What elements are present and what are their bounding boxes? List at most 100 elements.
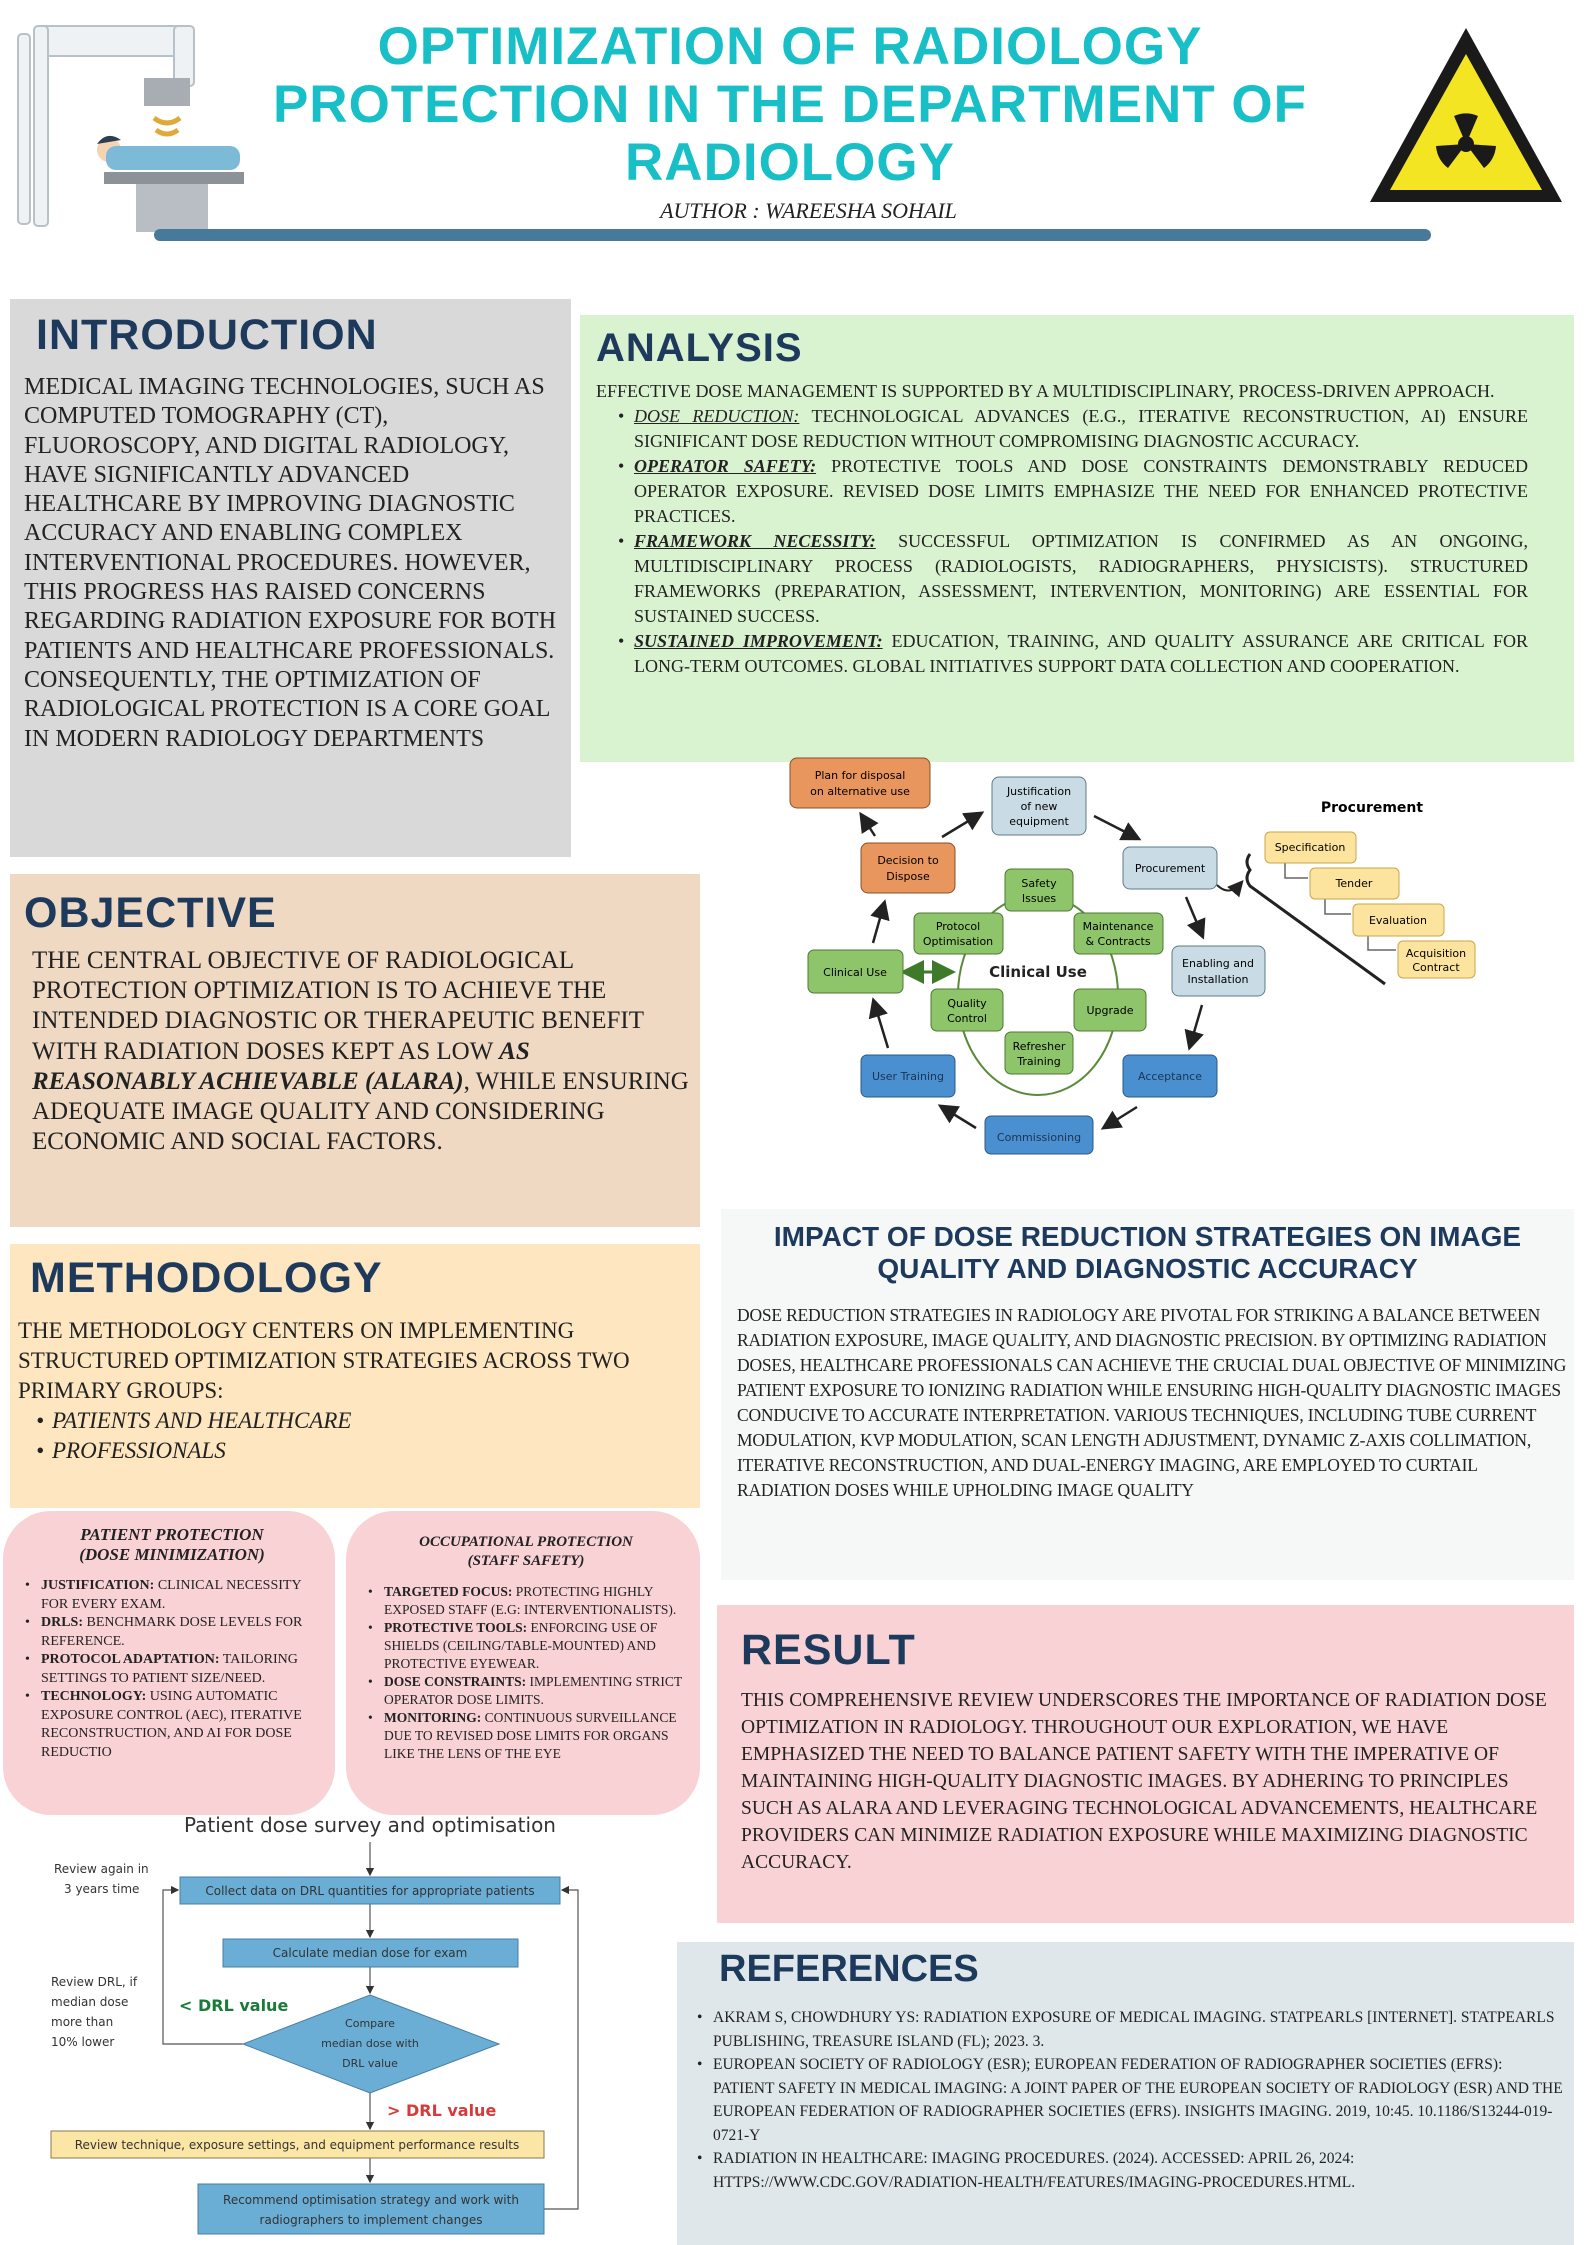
objective-heading: OBJECTIVE [24,889,277,937]
box-label: Commissioning [997,1131,1081,1144]
header-divider [154,229,1431,241]
box-label: DRL value [342,2057,398,2070]
procurement-title: Procurement [1321,800,1423,816]
methodology-heading: METHODOLOGY [30,1254,383,1302]
heading-line: IMPACT OF DOSE REDUCTION STRATEGIES ON I… [773,1221,1522,1252]
item-label: DOSE CONSTRAINTS: [384,1674,527,1689]
box-label: Evaluation [1369,914,1427,927]
box-label: Plan for disposal [815,769,906,782]
box-label: radiographers to implement changes [260,2213,483,2227]
result-section: RESULT THIS COMPREHENSIVE REVIEW UNDERSC… [717,1605,1574,1923]
card-list: TARGETED FOCUS: PROTECTING HIGHLY EXPOSE… [366,1583,686,1763]
title-line: PATIENT PROTECTION [80,1525,264,1544]
title-line: OPTIMIZATION OF RADIOLOGY [377,17,1203,76]
list-item: JUSTIFICATION: CLINICAL NECESSITY FOR EV… [23,1577,321,1614]
xray-machine-illustration [17,25,244,232]
review-again-label: 3 years time [64,1882,139,1896]
box-label: median dose with [321,2037,419,2050]
box-label: Upgrade [1086,1004,1133,1017]
flowchart-title: Patient dose survey and optimisation [184,1813,556,1837]
methodology-section: METHODOLOGY THE METHODOLOGY CENTERS ON I… [10,1244,700,1508]
box-label: of new [1021,800,1058,813]
references-section: REFERENCES AKRAM S, CHOWDHURY YS: RADIAT… [677,1942,1574,2245]
analysis-list: DOSE REDUCTION: TECHNOLOGICAL ADVANCES (… [596,404,1528,679]
group-item: PROFESSIONALS [34,1436,690,1466]
box-label: Justification [1006,785,1071,798]
item-label: MONITORING: [384,1710,482,1725]
box-label: Maintenance [1083,920,1154,933]
impact-section: IMPACT OF DOSE REDUCTION STRATEGIES ON I… [721,1209,1574,1580]
analysis-item: OPERATOR SAFETY: PROTECTIVE TOOLS AND DO… [616,454,1528,529]
box-label: equipment [1009,815,1069,828]
box-label: Optimisation [923,935,993,948]
analysis-item: SUSTAINED IMPROVEMENT: EDUCATION, TRAINI… [616,629,1528,679]
impact-text: DOSE REDUCTION STRATEGIES IN RADIOLOGY A… [737,1305,1567,1500]
radiation-warning-icon [1370,28,1562,202]
author: AUTHOR : WAREESHA SOHAIL [660,198,957,223]
list-item: DOSE CONSTRAINTS: IMPLEMENTING STRICT OP… [366,1673,686,1709]
box-label: User Training [872,1070,944,1083]
box-label: Training [1016,1055,1060,1068]
box-label: Safety [1021,877,1057,890]
justification-box: Justification of new equipment [991,776,1087,836]
box-label: Control [947,1012,987,1025]
analysis-intro: EFFECTIVE DOSE MANAGEMENT IS SUPPORTED B… [596,381,1495,401]
recommend-box: Recommend optimisation strategy and work… [197,2183,545,2235]
title-line: OCCUPATIONAL PROTECTION [419,1534,633,1550]
objective-text-part: THE CENTRAL OBJECTIVE OF RADIOLOGICAL PR… [32,947,644,1065]
item-label: SUSTAINED IMPROVEMENT: [634,631,883,651]
review-again-label: Review again in [54,1862,149,1876]
poster-title: OPTIMIZATION OF RADIOLOGY PROTECTION IN … [230,18,1350,192]
title-line: (STAFF SAFETY) [467,1553,585,1569]
item-label: TECHNOLOGY: [41,1689,147,1704]
box-label: Dispose [886,870,930,883]
box-label: Installation [1188,973,1249,986]
card-title: OCCUPATIONAL PROTECTION (STAFF SAFETY) [366,1533,686,1571]
result-heading: RESULT [741,1626,916,1674]
box-label: Tender [1335,877,1373,890]
item-text: CONTINUOUS SURVEILLANCE DUE TO REVISED D… [384,1710,677,1761]
item-text: BENCHMARK DOSE LEVELS FOR REFERENCE. [41,1615,303,1649]
item-label: OPERATOR SAFETY: [634,456,817,476]
item-label: PROTECTIVE TOOLS: [384,1620,528,1635]
reference-item: EUROPEAN SOCIETY OF RADIOLOGY (ESR); EUR… [695,2053,1566,2147]
analysis-item: FRAMEWORK NECESSITY: SUCCESSFUL OPTIMIZA… [616,529,1528,629]
evaluation-box: Evaluation [1352,903,1445,937]
decision-dispose-box: Decision to Dispose [860,842,956,894]
item-text: USING AUTOMATIC EXPOSURE CONTROL (AEC), … [41,1689,302,1760]
review-drl-label: more than [51,2015,113,2029]
card-list: JUSTIFICATION: CLINICAL NECESSITY FOR EV… [23,1577,321,1762]
box-label: Compare [345,2017,395,2030]
references-heading: REFERENCES [719,1948,979,1990]
box-label: Decision to [877,854,939,867]
review-technique-box: Review technique, exposure settings, and… [50,2130,545,2159]
list-item: PROTECTIVE TOOLS: ENFORCING USE OF SHIEL… [366,1619,686,1673]
patient-protection-card: PATIENT PROTECTION(DOSE MINIMIZATION) JU… [3,1511,335,1815]
box-label: Contract [1412,961,1460,974]
box-label: & Contracts [1085,935,1150,948]
item-text: ENFORCING USE OF SHIELDS (CEILING/TABLE-… [384,1620,658,1671]
methodology-text: THE METHODOLOGY CENTERS ON IMPLEMENTING … [18,1318,630,1403]
box-label: Review technique, exposure settings, and… [75,2138,520,2152]
box-label: Calculate median dose for exam [273,1946,468,1960]
title-line: PROTECTION IN THE DEPARTMENT OF [272,75,1308,134]
item-text: PROTECTIVE TOOLS AND DOSE CONSTRAINTS DE… [634,456,1528,526]
item-text: TAILORING SETTINGS TO PATIENT SIZE/NEED. [41,1652,298,1686]
box-label: Protocol [936,920,980,933]
box-label: Acquisition [1406,947,1466,960]
list-item: MONITORING: CONTINUOUS SURVEILLANCE DUE … [366,1709,686,1763]
item-label: TARGETED FOCUS: [384,1584,513,1599]
objective-text-part: , WHILE ENSURING ADEQUATE IMAGE QUALITY … [32,1067,689,1156]
commissioning-box: Commissioning [984,1115,1094,1155]
analysis-item: DOSE REDUCTION: TECHNOLOGICAL ADVANCES (… [616,404,1528,454]
greater-than-drl-label: > DRL value [387,2101,496,2120]
references-list: AKRAM S, CHOWDHURY YS: RADIATION EXPOSUR… [695,2006,1566,2194]
objective-section: OBJECTIVE THE CENTRAL OBJECTIVE OF RADIO… [10,874,700,1227]
tender-box: Tender [1309,867,1400,900]
